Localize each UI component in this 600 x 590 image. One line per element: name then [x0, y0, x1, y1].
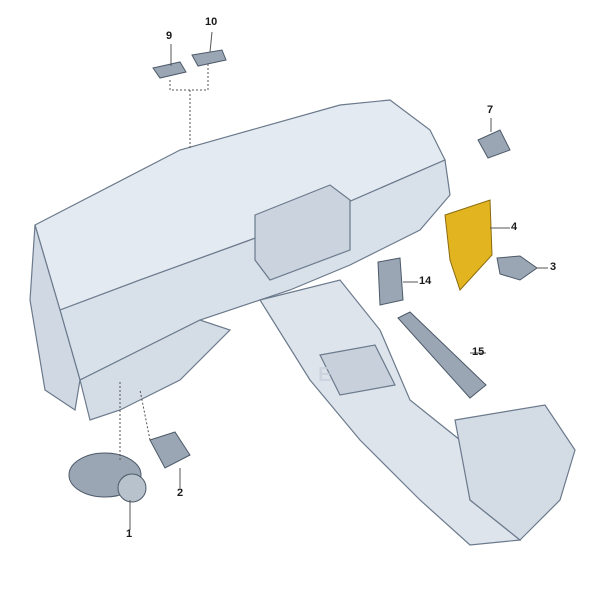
part-14-switch: [377, 257, 404, 306]
watermark: ESTI: [318, 364, 371, 386]
part-9-cover: [152, 61, 187, 79]
callout-15: 15: [472, 346, 485, 358]
callout-10: 10: [205, 16, 218, 28]
callout-2: 2: [177, 487, 184, 499]
leader-9-10-join: [169, 64, 209, 150]
callout-3: 3: [550, 261, 557, 273]
armrest: [454, 404, 576, 541]
lower-dash-left: [79, 319, 232, 421]
infotainment-screen: [254, 184, 351, 281]
callout-4: 4: [511, 221, 518, 233]
part-10-cover: [191, 49, 227, 67]
part-3-switch: [496, 255, 538, 281]
dashboard-left-side: [29, 224, 81, 412]
callout-1: 1: [126, 528, 133, 540]
part-15-switch-strip: [397, 311, 487, 399]
callout-9: 9: [166, 30, 173, 42]
part-2-switch: [149, 431, 191, 469]
part-7-switch: [477, 129, 511, 159]
gear-tray: [319, 344, 396, 396]
callout-7: 7: [487, 104, 494, 116]
callout-14: 14: [419, 275, 432, 287]
part-4-panel: [444, 199, 493, 291]
leader-10: [209, 31, 213, 53]
